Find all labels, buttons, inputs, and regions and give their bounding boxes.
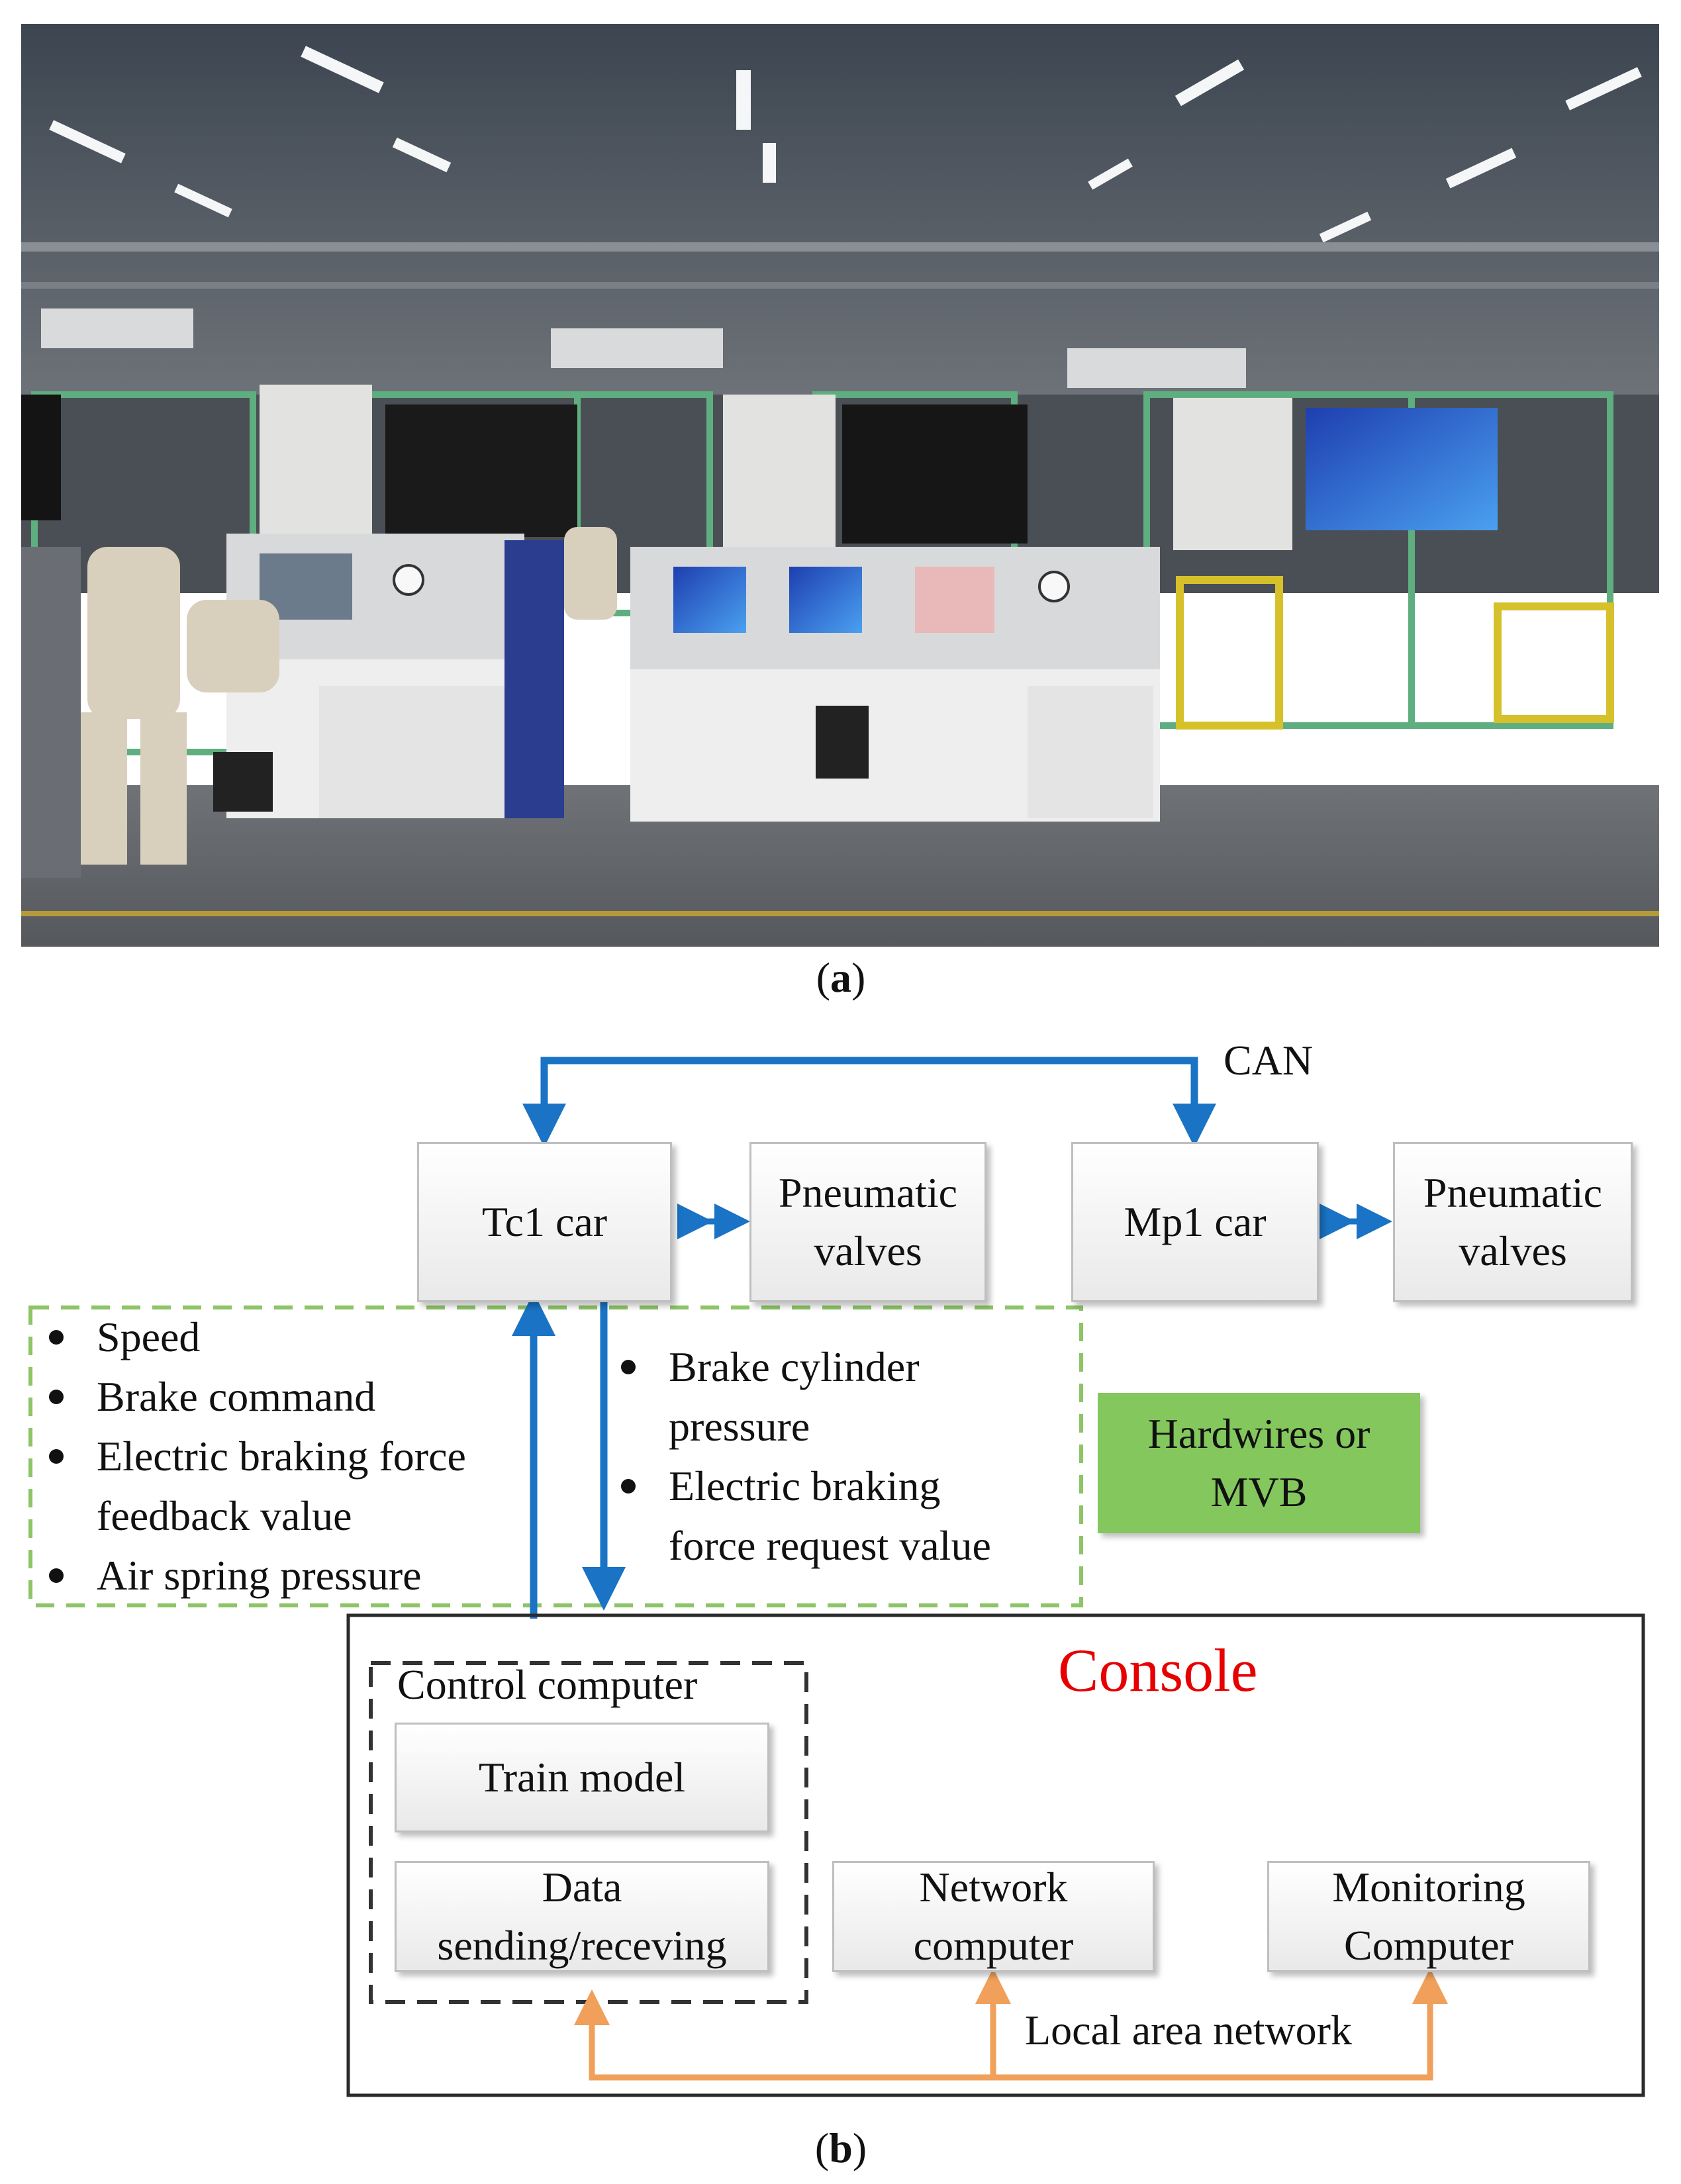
caption-b-close: ) — [852, 2124, 867, 2171]
left-signal-list: Speed Brake command Electric braking for… — [30, 1307, 534, 1605]
network-computer-box: Network computer — [832, 1861, 1155, 1972]
caption-b: (b) — [742, 2124, 940, 2173]
list-item: Brake command — [30, 1367, 534, 1427]
can-label: CAN — [1224, 1037, 1314, 1084]
test-bench-photo — [21, 24, 1659, 947]
pneumatic-valves-box-1: Pneumatic valves — [749, 1142, 986, 1302]
right-signal-list: Brake cylinder pressure Electric braking… — [602, 1337, 1079, 1576]
monitoring-computer-box: Monitoring Computer — [1267, 1861, 1590, 1972]
lan-line — [589, 2007, 1433, 2081]
caption-b-open: ( — [814, 2124, 830, 2171]
caption-a-letter: a — [830, 954, 851, 1001]
tc1-car-box: Tc1 car — [417, 1142, 672, 1302]
mp1-car-box: Mp1 car — [1071, 1142, 1319, 1302]
list-item: Electric braking force request value — [602, 1456, 1079, 1576]
list-item: Speed — [30, 1307, 534, 1367]
pneumatic-valves-box-2: Pneumatic valves — [1393, 1142, 1633, 1302]
lan-label: Local area network — [1025, 2007, 1352, 2054]
list-item: Brake cylinder pressure — [602, 1337, 1079, 1456]
list-item: Electric braking force feedback value — [30, 1427, 534, 1546]
console-title: Console — [1058, 1637, 1258, 1704]
list-item: Air spring pressure — [30, 1546, 534, 1605]
train-model-box: Train model — [395, 1723, 769, 1832]
console-box — [346, 1613, 1645, 2097]
signal-dashed-box — [28, 1306, 1083, 1607]
control-computer-label: Control computer — [397, 1661, 698, 1708]
data-sending-box: Data sending/receving — [395, 1861, 769, 1972]
caption-a: (a) — [742, 953, 940, 1002]
can-bus-line — [540, 1057, 1198, 1125]
caption-a-open: ( — [816, 954, 830, 1001]
caption-b-letter: b — [829, 2124, 853, 2171]
hardwires-mvb-box: Hardwires or MVB — [1098, 1393, 1420, 1533]
caption-a-close: ) — [851, 954, 866, 1001]
